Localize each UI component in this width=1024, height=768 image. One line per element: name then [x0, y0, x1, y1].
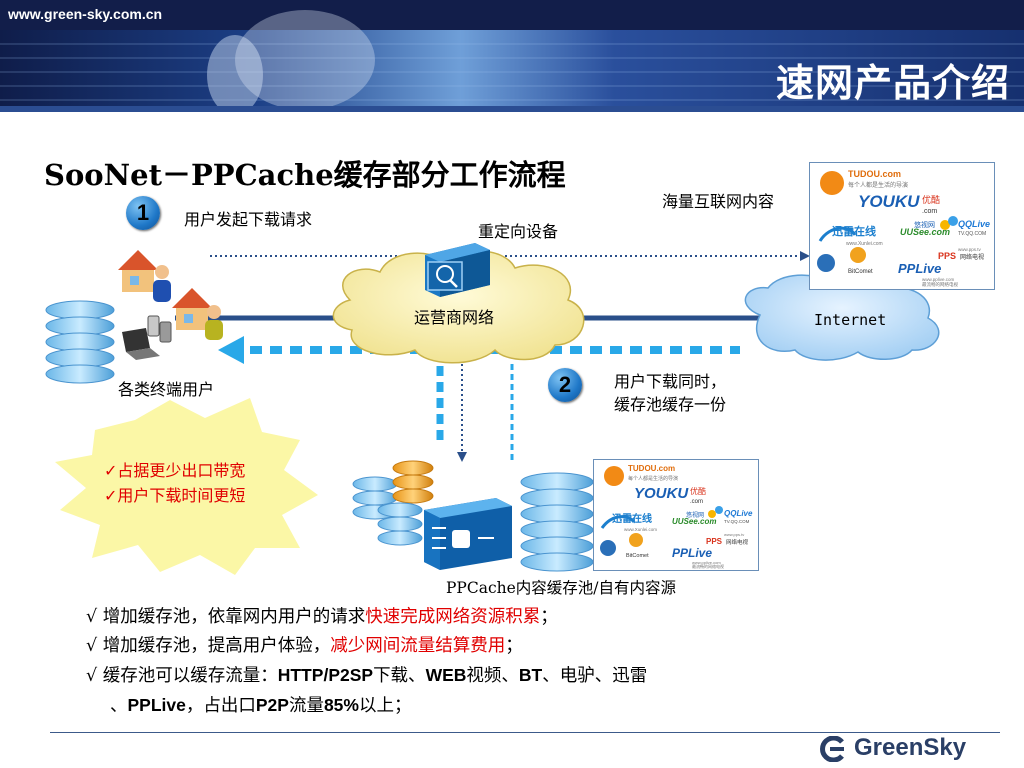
terminal-database-icon — [46, 301, 114, 383]
note-text: ，占出口 — [186, 696, 256, 716]
step-2-badge: 2 — [548, 368, 582, 402]
terminal-users-label: 各类终端用户 — [118, 376, 214, 400]
ppcache-appliance-icon — [424, 498, 512, 570]
note-keyword: 85% — [324, 695, 359, 715]
footer-divider — [50, 732, 1000, 733]
cache-storage-icon — [353, 461, 433, 545]
note-item-1: √ 增加缓存池，依靠网内用户的请求快速完成网络资源积累； — [86, 603, 647, 632]
internet-content-label: 海量互联网内容 — [662, 188, 774, 212]
home-user-icon — [118, 250, 171, 302]
step-1-badge: 1 — [126, 196, 160, 230]
notes-list: √ 增加缓存池，依靠网内用户的请求快速完成网络资源积累； √ 增加缓存池，提高用… — [86, 603, 647, 721]
uusee-cn: 悠视网 — [686, 511, 704, 519]
pplive-slogan: 最流畅的网络电视 — [692, 563, 724, 569]
pps-cn: 网络电视 — [960, 253, 984, 261]
tudou-slogan: 每个人都是生活的导演 — [628, 475, 678, 482]
note-text: 缓存池可以缓存流量： — [103, 666, 278, 686]
note-text: 增加缓存池，依靠网内用户的请求 — [103, 607, 366, 627]
pps-logo: PPS — [938, 251, 956, 261]
note-keyword: WEB — [426, 665, 467, 685]
isp-network-label: 运营商网络 — [414, 304, 494, 328]
youku-com: .com — [690, 499, 703, 505]
youku-cn: 优酷 — [690, 486, 706, 496]
check-mark: √ — [86, 607, 97, 627]
cache-content-logos: TUDOU.com 每个人都是生活的导演 YOUKU 优酷 .com QQLiv… — [593, 459, 759, 571]
note-text: 、 — [110, 696, 128, 716]
cache-pool-label: PPCache内容缓存池/自有内容源 — [446, 576, 676, 598]
xunlei-url: www.Xunlei.com — [846, 241, 883, 247]
note-highlight: 减少网间流量结算费用 — [330, 636, 505, 656]
cache-flow-arrowhead — [457, 452, 467, 462]
qqlive-logo: QQLive — [958, 219, 990, 229]
youku-com: .com — [922, 208, 937, 215]
home-user-icon-2 — [172, 288, 223, 340]
note-text: 增加缓存池，提高用户体验， — [103, 636, 331, 656]
note-keyword: P2P — [256, 695, 289, 715]
internet-content-logos: TUDOU.com 每个人都是生活的导演 YOUKU 优酷 .com QQLiv… — [809, 162, 995, 290]
tudou-slogan: 每个人都是生活的导演 — [848, 181, 908, 189]
step-2-label-line2: 缓存池缓存一份 — [614, 391, 726, 415]
note-keyword: HTTP — [278, 665, 324, 685]
note-text: 流量 — [289, 696, 324, 716]
greensky-brand: GreenSky — [854, 734, 966, 762]
pps-url: www.pps.tv — [724, 532, 744, 537]
redirect-device-label: 重定向设备 — [478, 218, 558, 242]
video-site-logos: TUDOU.com 每个人都是生活的导演 YOUKU 优酷 .com QQLiv… — [810, 163, 994, 289]
note-keyword: BT — [519, 665, 542, 685]
internet-label: Internet — [814, 311, 886, 329]
pplive-logo: PPLive — [672, 546, 712, 560]
pplive-slogan: 最流畅的网络电视 — [922, 281, 958, 288]
cached-site-logos: TUDOU.com 每个人都是生活的导演 YOUKU 优酷 .com QQLiv… — [594, 460, 758, 570]
qqlive-logo: QQLive — [724, 509, 753, 518]
bitcomet-logo: BitComet — [848, 269, 873, 275]
note-text: ； — [540, 607, 558, 627]
step-2-label-line1: 用户下载同时， — [614, 368, 726, 392]
note-item-4: 、PPLive，占出口P2P流量85%以上； — [86, 691, 647, 721]
pps-cn: 网络电视 — [726, 538, 749, 546]
xunlei-url: www.Xunlei.com — [624, 527, 657, 532]
tudou-logo: TUDOU.com — [848, 169, 901, 179]
step-1-label: 用户发起下载请求 — [184, 206, 312, 230]
network-diagram — [0, 0, 1024, 600]
note-keyword: PPLive — [128, 695, 186, 715]
note-text: 、电驴、迅雷 — [542, 666, 647, 686]
xunlei-logo: 迅雷在线 — [612, 512, 652, 525]
mobile-phone-icon — [148, 316, 171, 342]
pplive-logo: PPLive — [898, 261, 941, 276]
greensky-logo-icon — [818, 736, 852, 762]
note-item-2: √ 增加缓存池，提高用户体验，减少网间流量结算费用； — [86, 632, 647, 661]
benefit-item: ✓用户下载时间更短 — [104, 483, 245, 508]
note-item-3: √ 缓存池可以缓存流量：HTTP/P2SP下载、WEB视频、BT、电驴、迅雷 — [86, 661, 647, 691]
tudou-logo: TUDOU.com — [628, 464, 675, 473]
benefits-list: ✓占据更少出口带宽 ✓用户下载时间更短 — [104, 458, 245, 508]
youku-logo: YOUKU — [858, 192, 920, 211]
benefit-item: ✓占据更少出口带宽 — [104, 458, 245, 483]
bitcomet-logo: BitComet — [626, 553, 649, 559]
note-text: 视频、 — [466, 666, 519, 686]
qqlive-url: TV.QQ.COM — [724, 519, 750, 524]
qqlive-url: TV.QQ.COM — [958, 231, 986, 237]
note-text: 以上； — [359, 696, 412, 716]
check-mark: √ — [86, 636, 97, 656]
uusee-cn: 悠视网 — [914, 220, 935, 229]
youku-cn: 优酷 — [922, 194, 940, 205]
youku-logo: YOUKU — [634, 485, 689, 502]
note-keyword: P2SP — [328, 665, 373, 685]
pps-url: www.pps.tv — [958, 247, 982, 252]
note-text: ； — [505, 636, 523, 656]
download-arrowhead — [218, 336, 244, 364]
xunlei-logo: 迅雷在线 — [832, 224, 876, 238]
check-mark: √ — [86, 666, 97, 686]
note-highlight: 快速完成网络资源积累 — [365, 607, 540, 627]
pps-logo: PPS — [706, 537, 723, 546]
note-text: 下载、 — [373, 666, 426, 686]
content-pool-database-icon — [521, 473, 593, 571]
